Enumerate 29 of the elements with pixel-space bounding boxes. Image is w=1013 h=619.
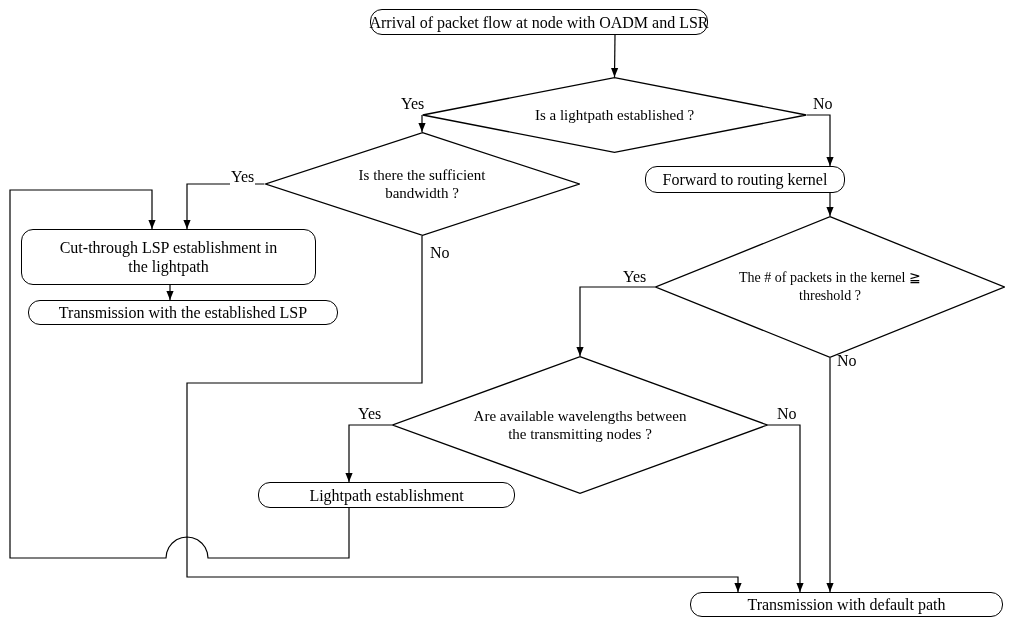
arrow: [9, 189, 350, 559]
edge-label: Yes: [400, 95, 426, 112]
arrow: [166, 284, 174, 301]
process-box: Cut-through LSP establishment in the lightpath: [21, 229, 316, 285]
process-box: Transmission with the established LSP: [28, 300, 338, 325]
decision-text: Are available wavelengths between the transmitting nodes ?: [472, 407, 688, 443]
edge-label: Yes: [357, 405, 383, 422]
process-box: Lightpath establishment: [258, 482, 515, 508]
start-box: Arrival of packet flow at node with OADM and LSR: [370, 9, 708, 35]
decision-text: The # of packets in the kernel ≧ threshold ?: [738, 269, 922, 305]
arrow: [826, 357, 834, 593]
end-box: Transmission with default path: [690, 592, 1003, 617]
edge-label: Yes: [622, 268, 648, 285]
arrow: [806, 114, 834, 167]
edge-label: No: [836, 352, 858, 369]
arrow: [576, 286, 656, 357]
edge-label: No: [429, 244, 451, 261]
arrow: [186, 235, 742, 593]
edge-label: Yes: [230, 168, 256, 185]
arrow: [611, 34, 619, 78]
decision-text: Is a lightpath established ?: [533, 106, 696, 124]
arrow: [345, 424, 393, 483]
arrow: [418, 114, 426, 133]
decision-text: Is there the sufficient bandwidth ?: [357, 166, 487, 202]
edge-label: No: [776, 405, 798, 422]
arrow: [767, 424, 804, 593]
process-box: Forward to routing kernel: [645, 166, 845, 193]
arrow: [826, 192, 834, 217]
edge-label: No: [812, 95, 834, 112]
